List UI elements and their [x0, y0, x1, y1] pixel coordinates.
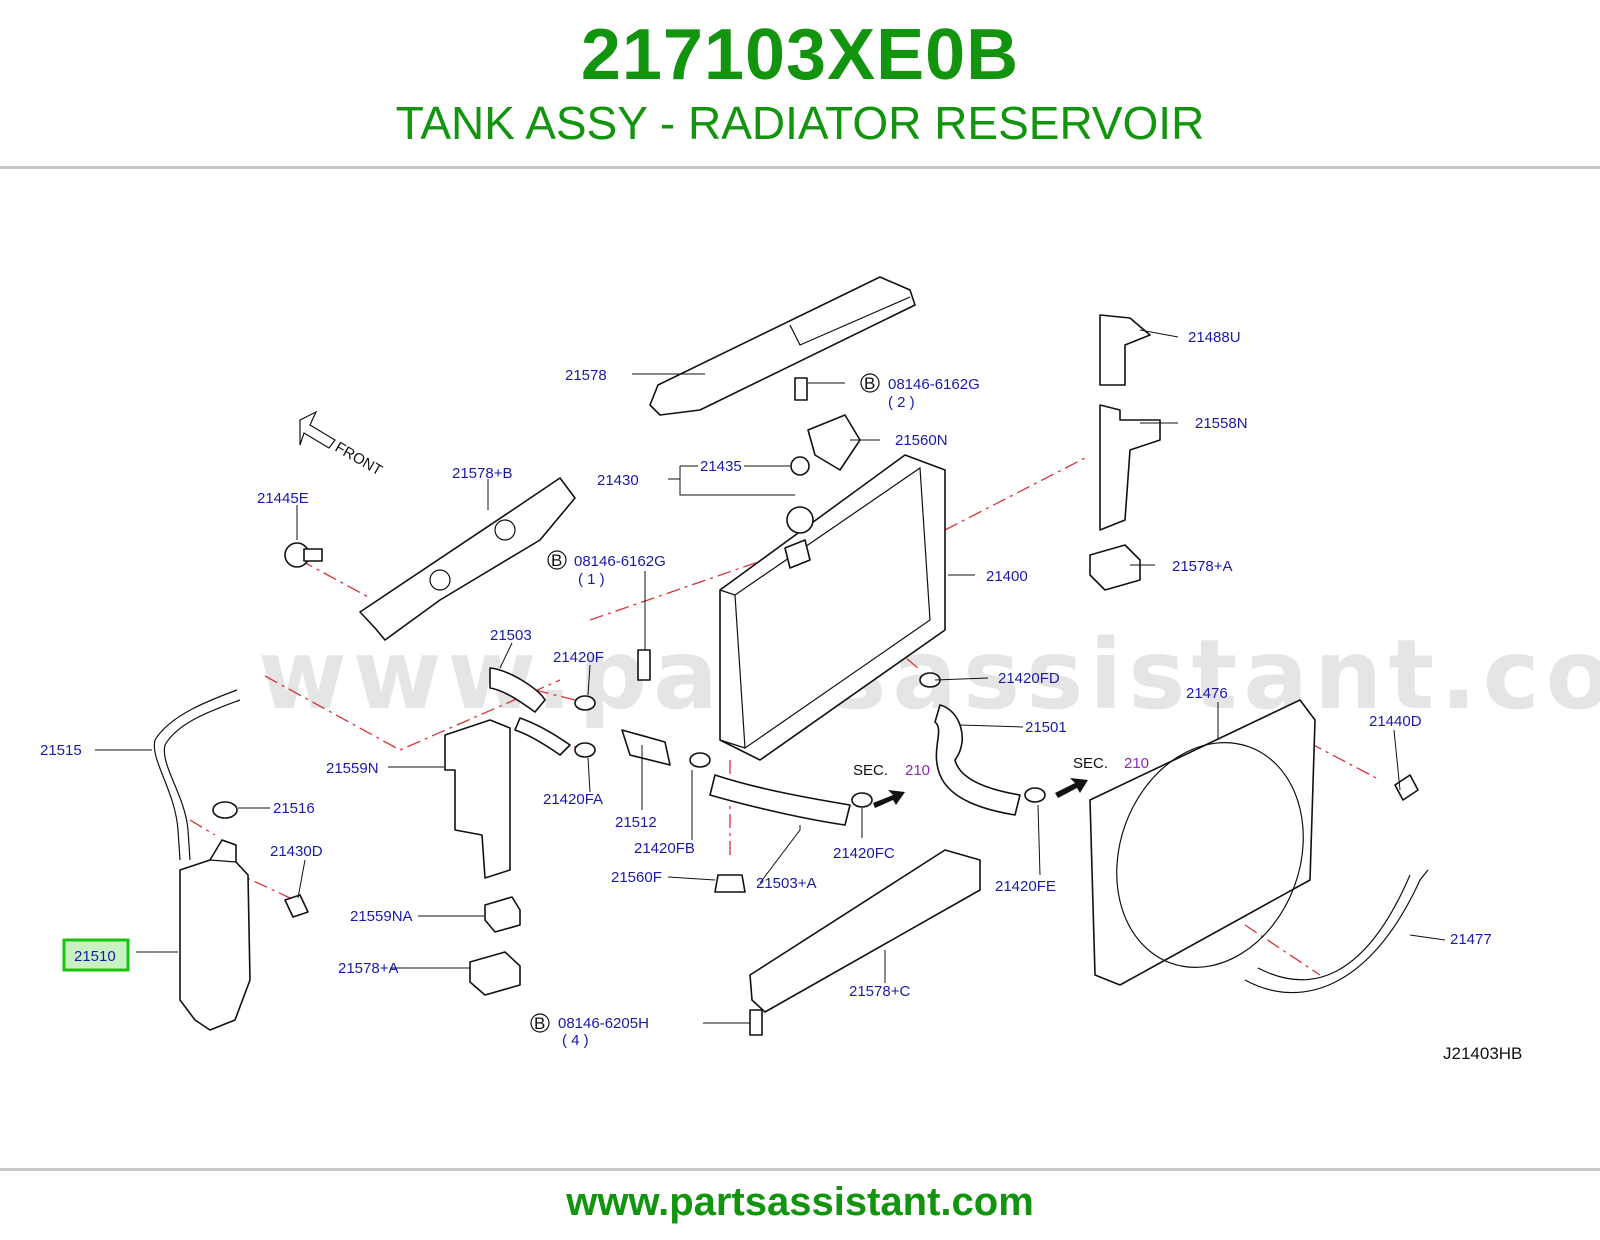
- callout-21420fd[interactable]: 21420FD: [998, 670, 1060, 687]
- svg-text:B: B: [534, 1014, 545, 1033]
- svg-text:210: 210: [905, 762, 930, 779]
- callout-08146-6162g-2[interactable]: 08146-6162G: [888, 376, 980, 393]
- callout-21578-b[interactable]: 21578+B: [452, 465, 512, 482]
- upper-hose-21503-shape: [489, 667, 546, 713]
- section-references: SEC. 210 SEC. 210: [853, 755, 1149, 779]
- svg-text:B: B: [551, 551, 562, 570]
- callout-21503[interactable]: 21503: [490, 627, 532, 644]
- callout-21501[interactable]: 21501: [1025, 719, 1067, 736]
- callout-21477[interactable]: 21477: [1450, 931, 1492, 948]
- callout-21512[interactable]: 21512: [615, 814, 657, 831]
- svg-text:SEC.: SEC.: [853, 762, 888, 779]
- callout-21400[interactable]: 21400: [986, 568, 1028, 585]
- hose-clamp-shapes: [574, 672, 1046, 808]
- callout-21558n[interactable]: 21558N: [1195, 415, 1248, 432]
- svg-text:B: B: [864, 374, 875, 393]
- callout-21435[interactable]: 21435: [700, 458, 742, 475]
- diagram-reference-code: J21403HB: [1443, 1044, 1522, 1063]
- callout-21560n[interactable]: 21560N: [895, 432, 948, 449]
- radiator-cap-shape: [786, 506, 814, 534]
- housing-21512-shape: [621, 729, 671, 766]
- hose-21501-shape: [934, 704, 1021, 816]
- callout-21559n[interactable]: 21559N: [326, 760, 379, 777]
- callout-21420fb[interactable]: 21420FB: [634, 840, 695, 857]
- part-number-title: 217103XE0B: [580, 15, 1020, 95]
- footer-divider: [0, 1168, 1600, 1171]
- lower-hose-21503a-shape: [709, 774, 851, 826]
- cap-21516-shape: [212, 801, 238, 819]
- lower-shroud-21578c-shape: [749, 849, 981, 1013]
- svg-text:210: 210: [1124, 755, 1149, 772]
- header-divider: [0, 166, 1600, 169]
- front-label: FRONT: [332, 439, 385, 480]
- callout-21560f[interactable]: 21560F: [611, 869, 662, 886]
- callout-21516[interactable]: 21516: [273, 800, 315, 817]
- callout-21420f[interactable]: 21420F: [553, 649, 604, 666]
- callout-21578[interactable]: 21578: [565, 367, 607, 384]
- overflow-hose-21515-shape: [153, 689, 238, 861]
- sec-arrow-icon-1: [873, 790, 905, 808]
- pad-21578a-left-shape: [469, 951, 521, 996]
- reservoir-tank-21510-shape: [179, 839, 251, 1031]
- clip-21445e-shape: [284, 542, 323, 568]
- bolt-markers: B B B: [530, 373, 880, 1033]
- leader-lines: [95, 329, 1446, 1024]
- callout-21430d[interactable]: 21430D: [270, 843, 323, 860]
- part-shapes: [153, 276, 1429, 1036]
- bracket-21488u-shape: [1099, 314, 1151, 386]
- footer-url[interactable]: www.partsassistant.com: [566, 1180, 1034, 1224]
- bracket-21559n-shape: [444, 719, 511, 879]
- callout-21420fe[interactable]: 21420FE: [995, 878, 1056, 895]
- cap-seal-21435-shape: [790, 456, 810, 476]
- callout-labels: 21578 21578+B 21445E 21430 21435 08146-6…: [40, 329, 1492, 1049]
- grommet-21560f-shape: [714, 874, 746, 893]
- callout-08146-6205h-qty: ( 4 ): [562, 1032, 589, 1049]
- callout-21445e[interactable]: 21445E: [257, 490, 309, 507]
- front-arrow-icon: [299, 410, 336, 449]
- callout-21559na[interactable]: 21559NA: [350, 908, 413, 925]
- callout-21430[interactable]: 21430: [597, 472, 639, 489]
- callout-21503-a[interactable]: 21503+A: [756, 875, 816, 892]
- callout-21440d[interactable]: 21440D: [1369, 713, 1422, 730]
- fan-shroud-21476-shape: [1089, 699, 1316, 986]
- part-description: TANK ASSY - RADIATOR RESERVOIR: [395, 97, 1205, 149]
- callout-21420fc[interactable]: 21420FC: [833, 845, 895, 862]
- callout-08146-6162g-2-qty: ( 2 ): [888, 394, 915, 411]
- callout-08146-6162g-1-qty: ( 1 ): [578, 571, 605, 588]
- fan-guard-21477-shape: [1244, 869, 1429, 994]
- side-bracket-shape: [359, 477, 576, 641]
- upper-shroud-shape: [649, 276, 916, 416]
- callout-21476[interactable]: 21476: [1186, 685, 1228, 702]
- callout-21578-c[interactable]: 21578+C: [849, 983, 910, 1000]
- highlight-box-21510: [62, 938, 130, 972]
- callout-08146-6205h[interactable]: 08146-6205H: [558, 1015, 649, 1032]
- callout-21578-a-left[interactable]: 21578+A: [338, 960, 398, 977]
- callout-21578-a-right[interactable]: 21578+A: [1172, 558, 1232, 575]
- callout-21510[interactable]: 21510: [74, 948, 116, 965]
- svg-text:SEC.: SEC.: [1073, 755, 1108, 772]
- callout-21420fa[interactable]: 21420FA: [543, 791, 603, 808]
- mount-21560n-shape: [807, 414, 861, 471]
- callout-08146-6162g-1[interactable]: 08146-6162G: [574, 553, 666, 570]
- pad-21578a-right-shape: [1089, 544, 1141, 591]
- bracket-21558n-shape: [1099, 404, 1161, 531]
- bolt-shapes: [284, 377, 1419, 1036]
- callout-21515[interactable]: 21515: [40, 742, 82, 759]
- callout-21488u[interactable]: 21488U: [1188, 329, 1241, 346]
- sec-arrow-icon-2: [1055, 778, 1088, 798]
- bracket-21559na-shape: [484, 896, 521, 933]
